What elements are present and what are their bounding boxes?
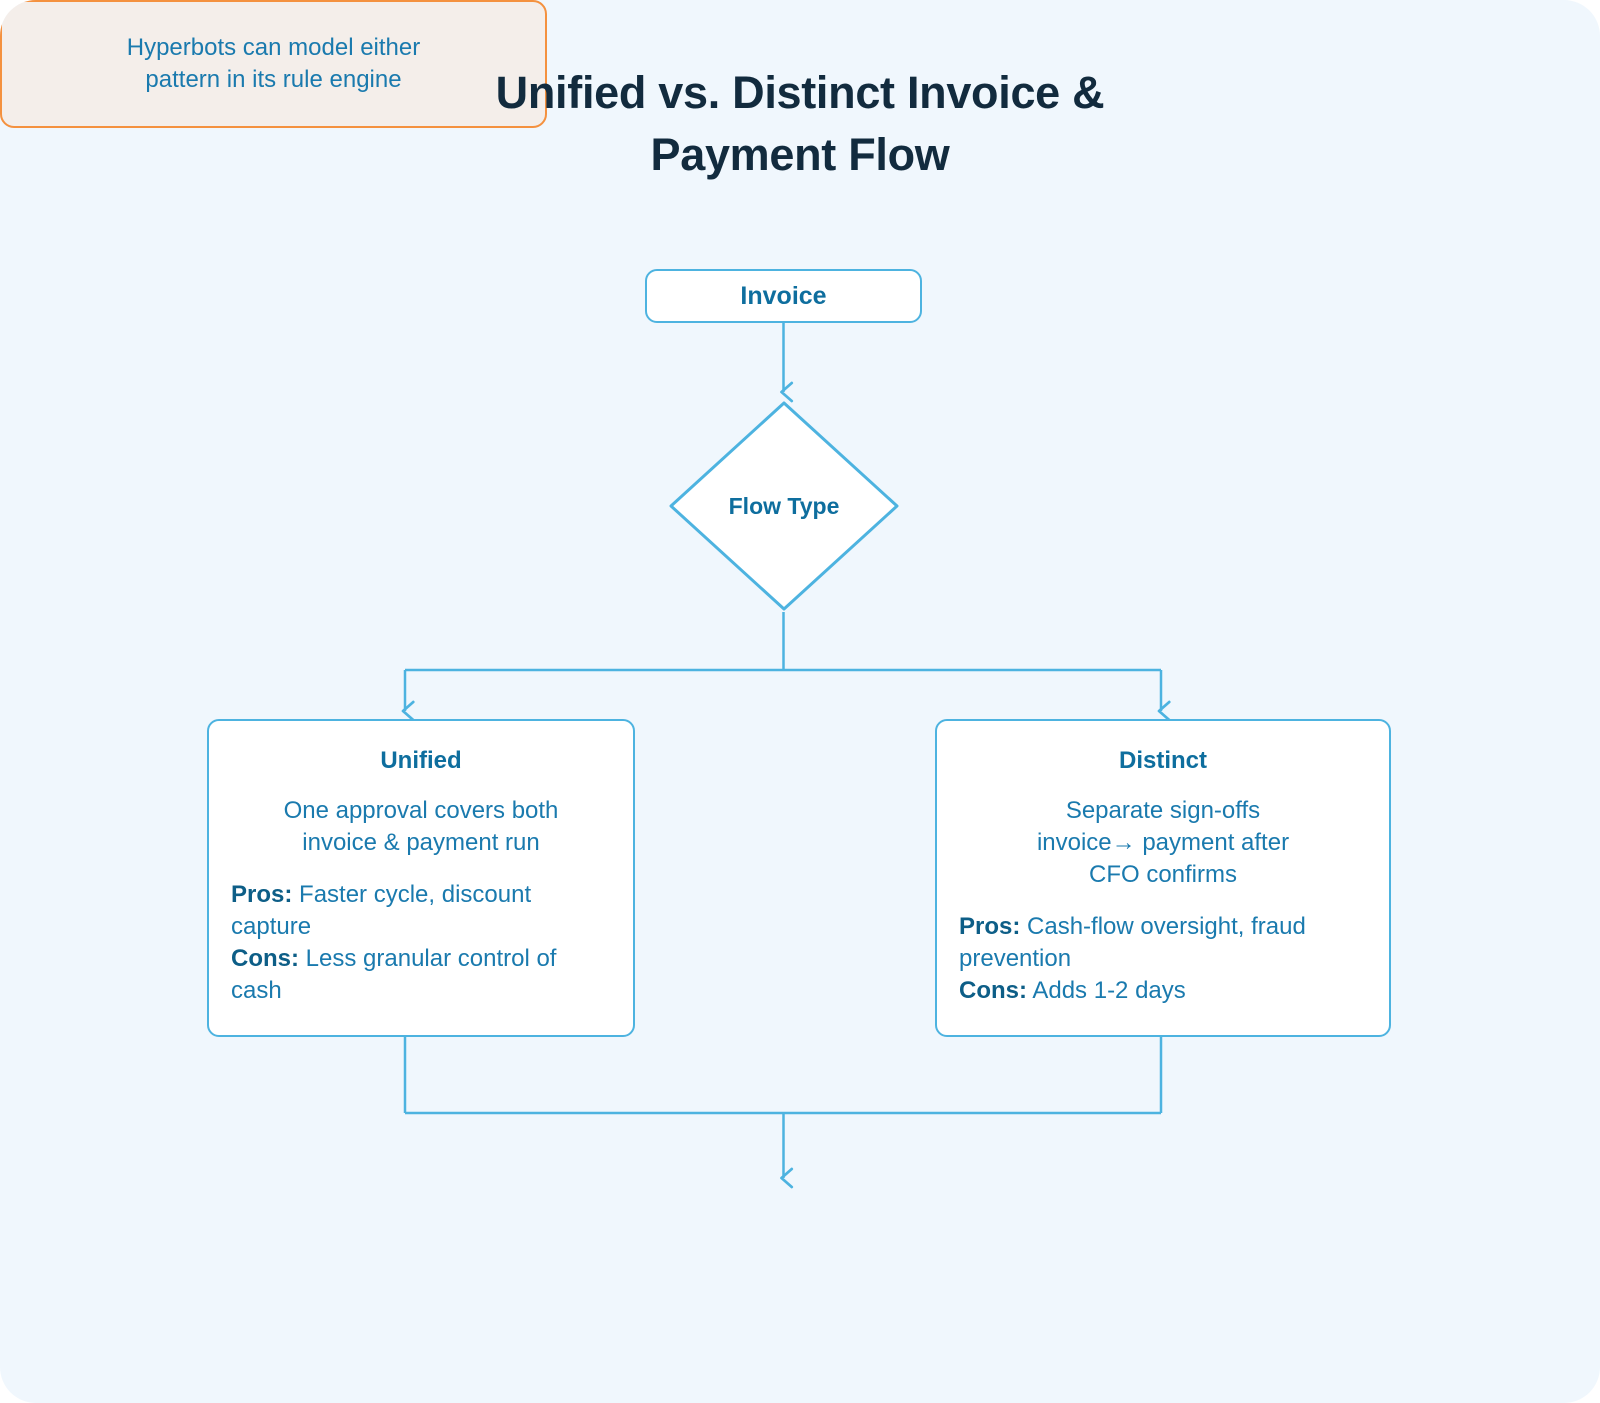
cons-text: Less granular control of cash xyxy=(231,945,557,1004)
node-outcome-description: Hyperbots can model either pattern in it… xyxy=(126,34,421,93)
diamond-shape xyxy=(669,401,899,611)
node-distinct-points: Pros: Cash-flow oversight, fraud prevent… xyxy=(959,911,1367,1007)
node-distinct-title: Distinct xyxy=(1118,747,1207,774)
page-title: Unified vs. Distinct Invoice & Payment F… xyxy=(495,67,1105,180)
node-unified-cons: Cons: Less granular control of cash xyxy=(231,943,611,1007)
cons-text: Adds 1-2 days xyxy=(1027,977,1186,1004)
pros-text: Faster cycle, discount capture xyxy=(231,881,532,940)
cons-label: Cons: xyxy=(231,945,299,972)
node-unified-title: Unified xyxy=(380,747,462,774)
node-unified-points: Pros: Faster cycle, discount capture Con… xyxy=(231,879,611,1007)
node-invoice-title: Invoice xyxy=(740,281,827,310)
edge-decision-split xyxy=(405,612,1161,672)
node-unified-pros: Pros: Faster cycle, discount capture xyxy=(231,879,611,943)
edge-merge-to-outcome xyxy=(405,1111,1161,1189)
pros-text: Cash-flow oversight, fraud prevention xyxy=(959,913,1306,972)
node-unified-description: One approval covers both invoice & payme… xyxy=(283,797,559,856)
node-invoice[interactable]: Invoice xyxy=(645,269,922,323)
node-distinct-cons: Cons: Adds 1-2 days xyxy=(959,975,1367,1007)
cons-label: Cons: xyxy=(959,977,1027,1004)
node-outcome-hyperbots[interactable]: Hyperbots can model either pattern in it… xyxy=(0,0,547,128)
node-distinct[interactable]: Distinct Separate sign-offs invoice→ pay… xyxy=(935,719,1391,1037)
node-distinct-pros: Pros: Cash-flow oversight, fraud prevent… xyxy=(959,911,1367,975)
node-decision-title: Flow Type xyxy=(728,492,840,519)
node-unified[interactable]: Unified One approval covers both invoice… xyxy=(207,719,635,1037)
pros-label: Pros: xyxy=(231,881,293,908)
node-decision-flow-type[interactable]: Flow Type xyxy=(668,400,900,612)
pros-label: Pros: xyxy=(959,913,1021,940)
node-distinct-description: Separate sign-offs invoice→ payment afte… xyxy=(1036,797,1290,888)
